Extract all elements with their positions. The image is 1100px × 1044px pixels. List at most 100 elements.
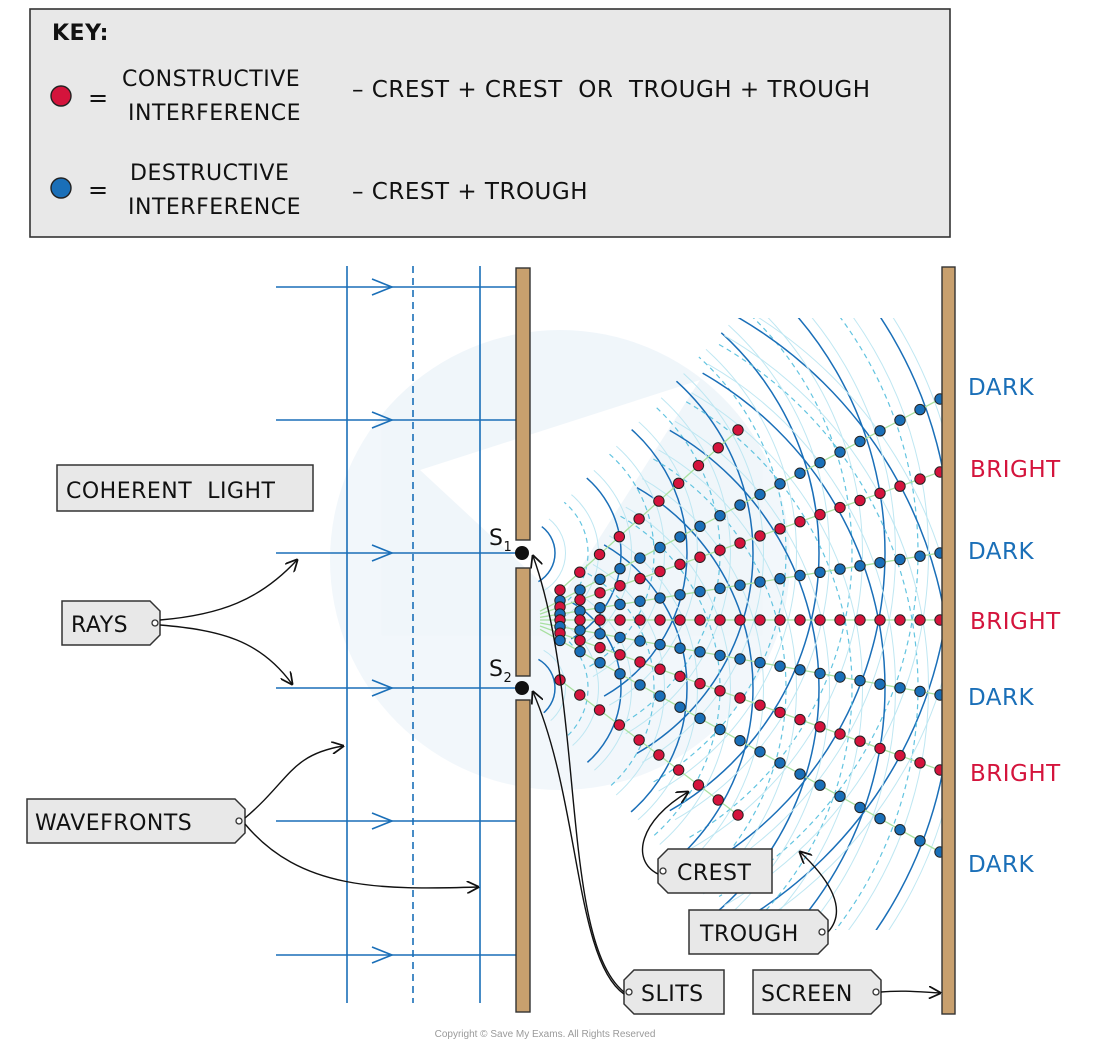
destructive-dot xyxy=(654,541,666,554)
incoming-wavefronts xyxy=(346,266,481,1003)
watermark-logo-icon xyxy=(330,330,790,790)
constructive-dot xyxy=(794,614,806,626)
destructive-dot xyxy=(694,585,706,598)
constructive-dot xyxy=(914,614,926,626)
constructive-dot xyxy=(914,757,926,769)
faint-wave-arc xyxy=(658,318,798,792)
constructive-dot xyxy=(754,530,766,542)
destructive-dot xyxy=(714,723,726,736)
destructive-dot xyxy=(674,531,686,543)
fringe-label-bright: BRIGHT xyxy=(970,609,1061,635)
constructive-dot xyxy=(914,473,926,485)
destructive-dot xyxy=(614,668,626,680)
slit-s2-point xyxy=(515,681,529,695)
destructive-dot xyxy=(654,638,666,651)
destructive-dot xyxy=(854,560,866,572)
constructive-dot xyxy=(734,692,746,704)
faint-wave-arc xyxy=(592,428,665,678)
destructive-dot xyxy=(914,403,926,416)
destructive-dot xyxy=(894,824,906,836)
trough-arc xyxy=(587,572,655,804)
slits-arrow-s1 xyxy=(533,556,625,993)
slits-arrow-s2 xyxy=(533,692,625,995)
constructive-dot xyxy=(694,551,706,563)
destructive-dot xyxy=(774,478,786,490)
destructive-dot xyxy=(774,660,786,672)
constructive-dot xyxy=(613,530,626,543)
incoming-rays xyxy=(276,278,516,964)
destructive-dot xyxy=(814,779,826,791)
slit-s2-label: S2 xyxy=(489,657,512,686)
slits-label-box: SLITS xyxy=(623,969,725,1015)
constructive-dot xyxy=(574,594,586,606)
ray-arrowhead-icon xyxy=(371,544,395,562)
screen-label-box: SCREEN xyxy=(752,969,882,1015)
faint-wave-arc xyxy=(724,318,929,907)
constructive-dot xyxy=(593,704,606,716)
crest-label: CREST xyxy=(677,861,752,886)
constructive-dot xyxy=(894,749,906,762)
constructive-dot-icon xyxy=(50,85,72,107)
destructive-dot xyxy=(674,589,686,601)
constructive-dot xyxy=(814,721,826,733)
fringe-label-bright: BRIGHT xyxy=(970,761,1061,787)
interference-line xyxy=(559,429,739,591)
crest-arc xyxy=(538,523,556,583)
constructive-dot xyxy=(774,614,786,626)
fringe-label-bright: BRIGHT xyxy=(970,457,1061,483)
faint-wave-arc xyxy=(543,649,566,727)
destructive-dot xyxy=(754,576,766,588)
destructive-dot xyxy=(714,582,726,595)
constructive-description: – CREST + CREST OR TROUGH + TROUGH xyxy=(352,77,871,103)
screen-label: SCREEN xyxy=(761,982,853,1007)
constructive-dot xyxy=(614,649,626,661)
interference-line xyxy=(559,679,739,816)
constructive-dot xyxy=(674,670,686,683)
crest-label-box: CREST xyxy=(657,848,773,894)
constructive-term-line2: INTERFERENCE xyxy=(128,101,301,126)
constructive-dot xyxy=(854,494,866,507)
destructive-dot xyxy=(894,414,906,426)
destructive-equals: = xyxy=(88,176,109,204)
constructive-dot xyxy=(554,584,566,596)
destructive-dot xyxy=(574,645,586,658)
slit-s1-point xyxy=(515,546,529,560)
destructive-dot xyxy=(834,790,846,803)
destructive-dot xyxy=(874,556,886,569)
constructive-dot xyxy=(653,749,665,761)
trough-label: TROUGH xyxy=(699,922,799,947)
trough-arrow xyxy=(800,852,838,933)
constructive-dot xyxy=(734,537,746,549)
constructive-dot xyxy=(574,634,586,647)
constructive-dot xyxy=(674,558,686,571)
destructive-dot xyxy=(834,671,846,683)
destructive-dot xyxy=(914,685,926,698)
destructive-dot xyxy=(794,664,806,676)
ray-arrowhead-icon xyxy=(371,679,395,697)
destructive-dot xyxy=(634,635,646,647)
constructive-dot xyxy=(672,477,685,490)
constructive-dot xyxy=(574,689,586,701)
faint-wave-arc xyxy=(576,457,632,649)
constructive-dot xyxy=(854,735,866,747)
wavefronts-arrow-upper xyxy=(244,746,343,819)
destructive-dot xyxy=(774,573,786,585)
constructive-dot xyxy=(754,614,766,626)
faint-wave-arc xyxy=(674,318,830,821)
constructive-dot xyxy=(653,495,665,507)
faint-wave-arc xyxy=(543,514,566,592)
destructive-dot xyxy=(594,573,606,586)
trough-arc xyxy=(685,401,853,930)
destructive-dot xyxy=(754,656,766,669)
constructive-equals: = xyxy=(88,84,109,112)
destructive-dot xyxy=(734,579,746,591)
fringe-label-dark: DARK xyxy=(968,539,1035,565)
constructive-dot xyxy=(894,614,906,626)
destructive-dot xyxy=(714,509,726,522)
constructive-dot xyxy=(712,794,724,806)
destructive-dot xyxy=(594,628,606,640)
destructive-dot xyxy=(594,601,606,614)
constructive-dot xyxy=(633,734,645,746)
constructive-dot xyxy=(694,677,706,690)
destructive-dot xyxy=(694,520,706,532)
